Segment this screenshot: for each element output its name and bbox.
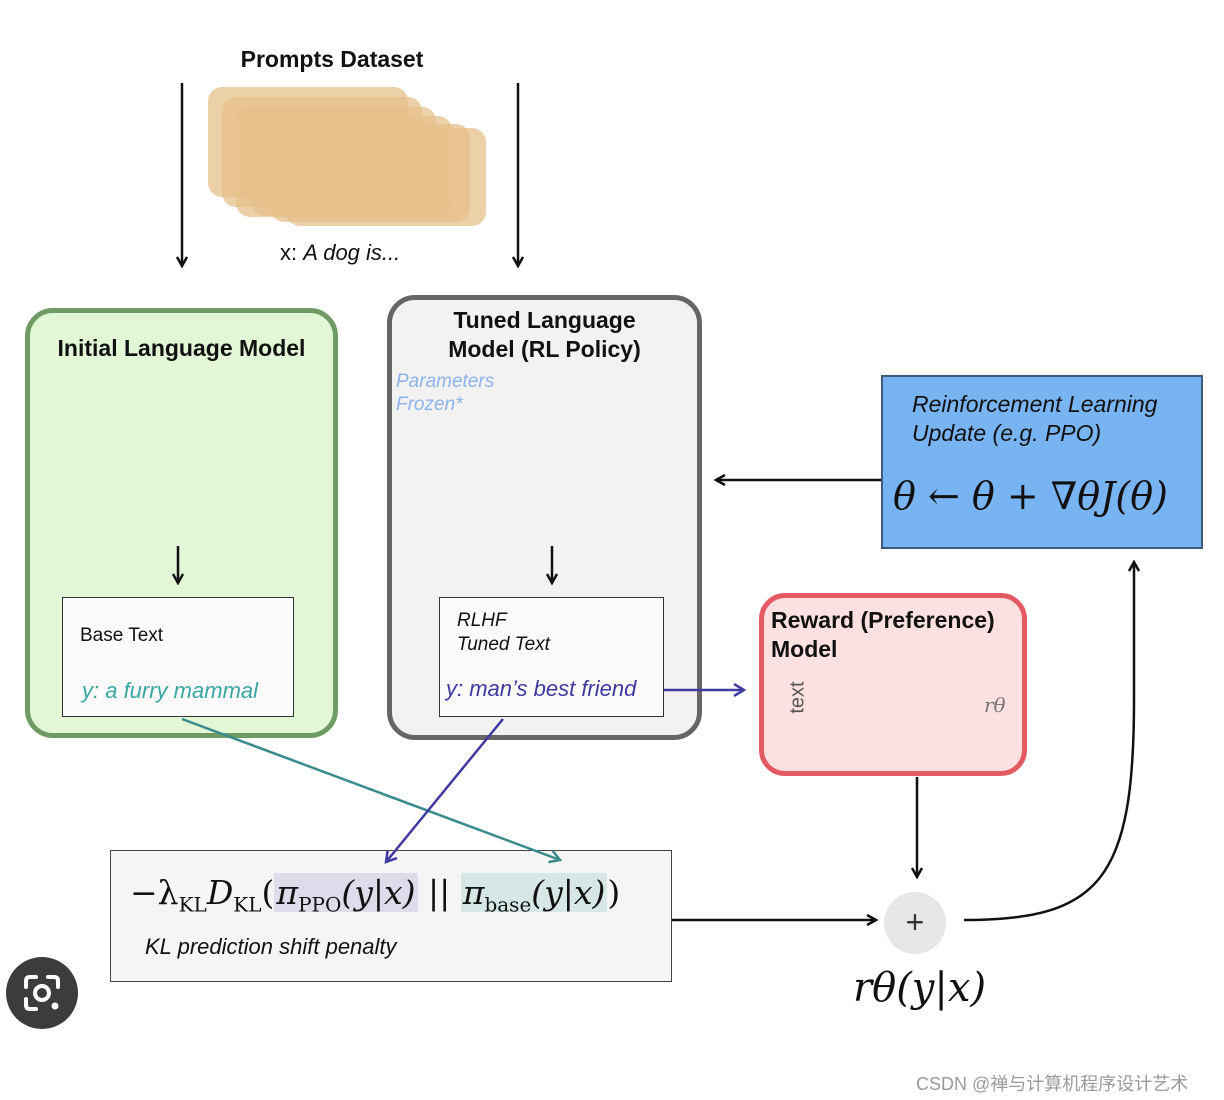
kl-lambda: −λ <box>130 873 179 912</box>
kl-cond-ppo: (y|x) <box>341 873 416 912</box>
rl-update-title: Reinforcement Learning Update (e.g. PPO) <box>912 390 1157 448</box>
combined-reward-label: rθ(y|x) <box>853 965 987 1011</box>
plus-icon: + <box>905 904 925 940</box>
kl-ppo-sub: PPO <box>298 892 342 917</box>
google-lens-icon <box>24 975 60 1011</box>
kl-d: D <box>206 873 234 912</box>
frozen-line1: Parameters <box>396 371 495 392</box>
tuned-model-title: Tuned Language Model (RL Policy) <box>392 306 697 364</box>
tuned-model-output: y: man’s best friend <box>446 676 637 701</box>
parameters-frozen-note: Parameters Frozen* <box>396 370 494 416</box>
kl-pi-base-term: πbase(y|x) <box>460 873 608 917</box>
kl-cond-base: (y|x) <box>531 873 606 912</box>
rlhf-line2: Tuned Text <box>457 634 550 655</box>
reward-input-label: text <box>786 681 809 714</box>
kl-penalty-caption: KL prediction shift penalty <box>145 934 397 959</box>
prompt-x-text: A dog is... <box>303 240 401 265</box>
initial-model-output: y: a furry mammal <box>82 678 259 703</box>
prompt-x-prefix: x: <box>280 240 304 265</box>
kl-pi-ppo-term: πPPO(y|x) <box>274 873 418 917</box>
kl-pi-ppo: π <box>276 873 299 912</box>
google-lens-button[interactable] <box>6 957 78 1029</box>
sum-node <box>884 892 946 954</box>
reward-title-line1: Reward (Preference) <box>771 607 995 633</box>
reward-model-title: Reward (Preference) Model <box>771 606 995 664</box>
kl-d-sub: KL <box>233 892 262 917</box>
base-text-box <box>62 597 294 717</box>
csdn-watermark: CSDN @禅与计算机程序设计艺术 <box>916 1074 1189 1094</box>
reward-title-line2: Model <box>771 636 838 662</box>
rl-update-line1: Reinforcement Learning <box>912 391 1158 417</box>
tuned-model-title-line2: Model (RL Policy) <box>448 336 641 362</box>
kl-pi-base: π <box>462 873 485 912</box>
kl-penalty-equation: −λKLDKL(πPPO(y|x) || πbase(y|x)) <box>130 873 621 917</box>
rl-update-panel <box>881 375 1203 549</box>
prompts-dataset-stack-icon <box>208 87 486 226</box>
prompts-dataset-title: Prompts Dataset <box>240 46 424 72</box>
rlhf-text-box <box>439 597 664 717</box>
frozen-line2: Frozen* <box>396 394 463 415</box>
reward-output-symbol: rθ <box>984 693 1006 717</box>
prompt-example: x: A dog is... <box>280 240 400 266</box>
tuned-model-title-line1: Tuned Language <box>453 307 636 333</box>
initial-model-title: Initial Language Model <box>57 335 306 361</box>
rl-update-line2: Update (e.g. PPO) <box>912 420 1102 446</box>
rlhf-tuned-text-label: RLHF Tuned Text <box>457 609 550 657</box>
kl-lambda-sub: KL <box>178 892 207 917</box>
rlhf-line1: RLHF <box>457 610 507 631</box>
rl-update-equation: θ ← θ + ∇θJ(θ) <box>893 474 1168 518</box>
kl-penalty-panel <box>110 850 672 982</box>
kl-base-sub: base <box>484 892 532 917</box>
base-text-label: Base Text <box>80 625 164 646</box>
